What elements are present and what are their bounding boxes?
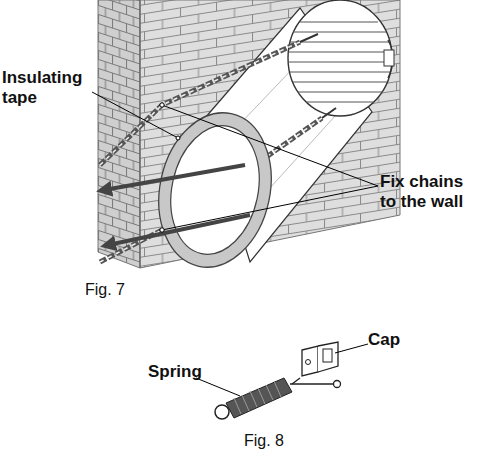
part-label: Cap — [368, 330, 428, 350]
part-label: Spring — [148, 362, 228, 382]
insulating-tape-ring — [145, 102, 285, 277]
leader-line — [335, 344, 368, 353]
figure-number: Fig. 7 — [85, 281, 165, 299]
direction-arrow — [108, 215, 250, 245]
leader-dot — [160, 228, 164, 232]
chain — [100, 118, 322, 262]
wall-corner — [139, 0, 140, 268]
leader-dot — [160, 103, 164, 107]
hood-grille — [289, 22, 391, 102]
direction-arrow — [104, 165, 245, 190]
figure-number: Fig. 8 — [244, 432, 324, 450]
chain-spring — [300, 34, 336, 118]
leader-dot — [176, 136, 180, 140]
leader-line — [196, 378, 240, 396]
leader-line — [162, 186, 378, 230]
hood-clip — [384, 50, 394, 66]
part-label: Insulating tape — [2, 68, 102, 107]
vent-hood — [288, 0, 392, 116]
spring-part — [215, 378, 341, 419]
instruction-label: Fix chains to the wall — [380, 172, 480, 211]
cap-part — [292, 342, 338, 384]
brick-wall — [140, 0, 400, 268]
leader-line — [92, 92, 178, 138]
leader-line — [162, 105, 378, 186]
